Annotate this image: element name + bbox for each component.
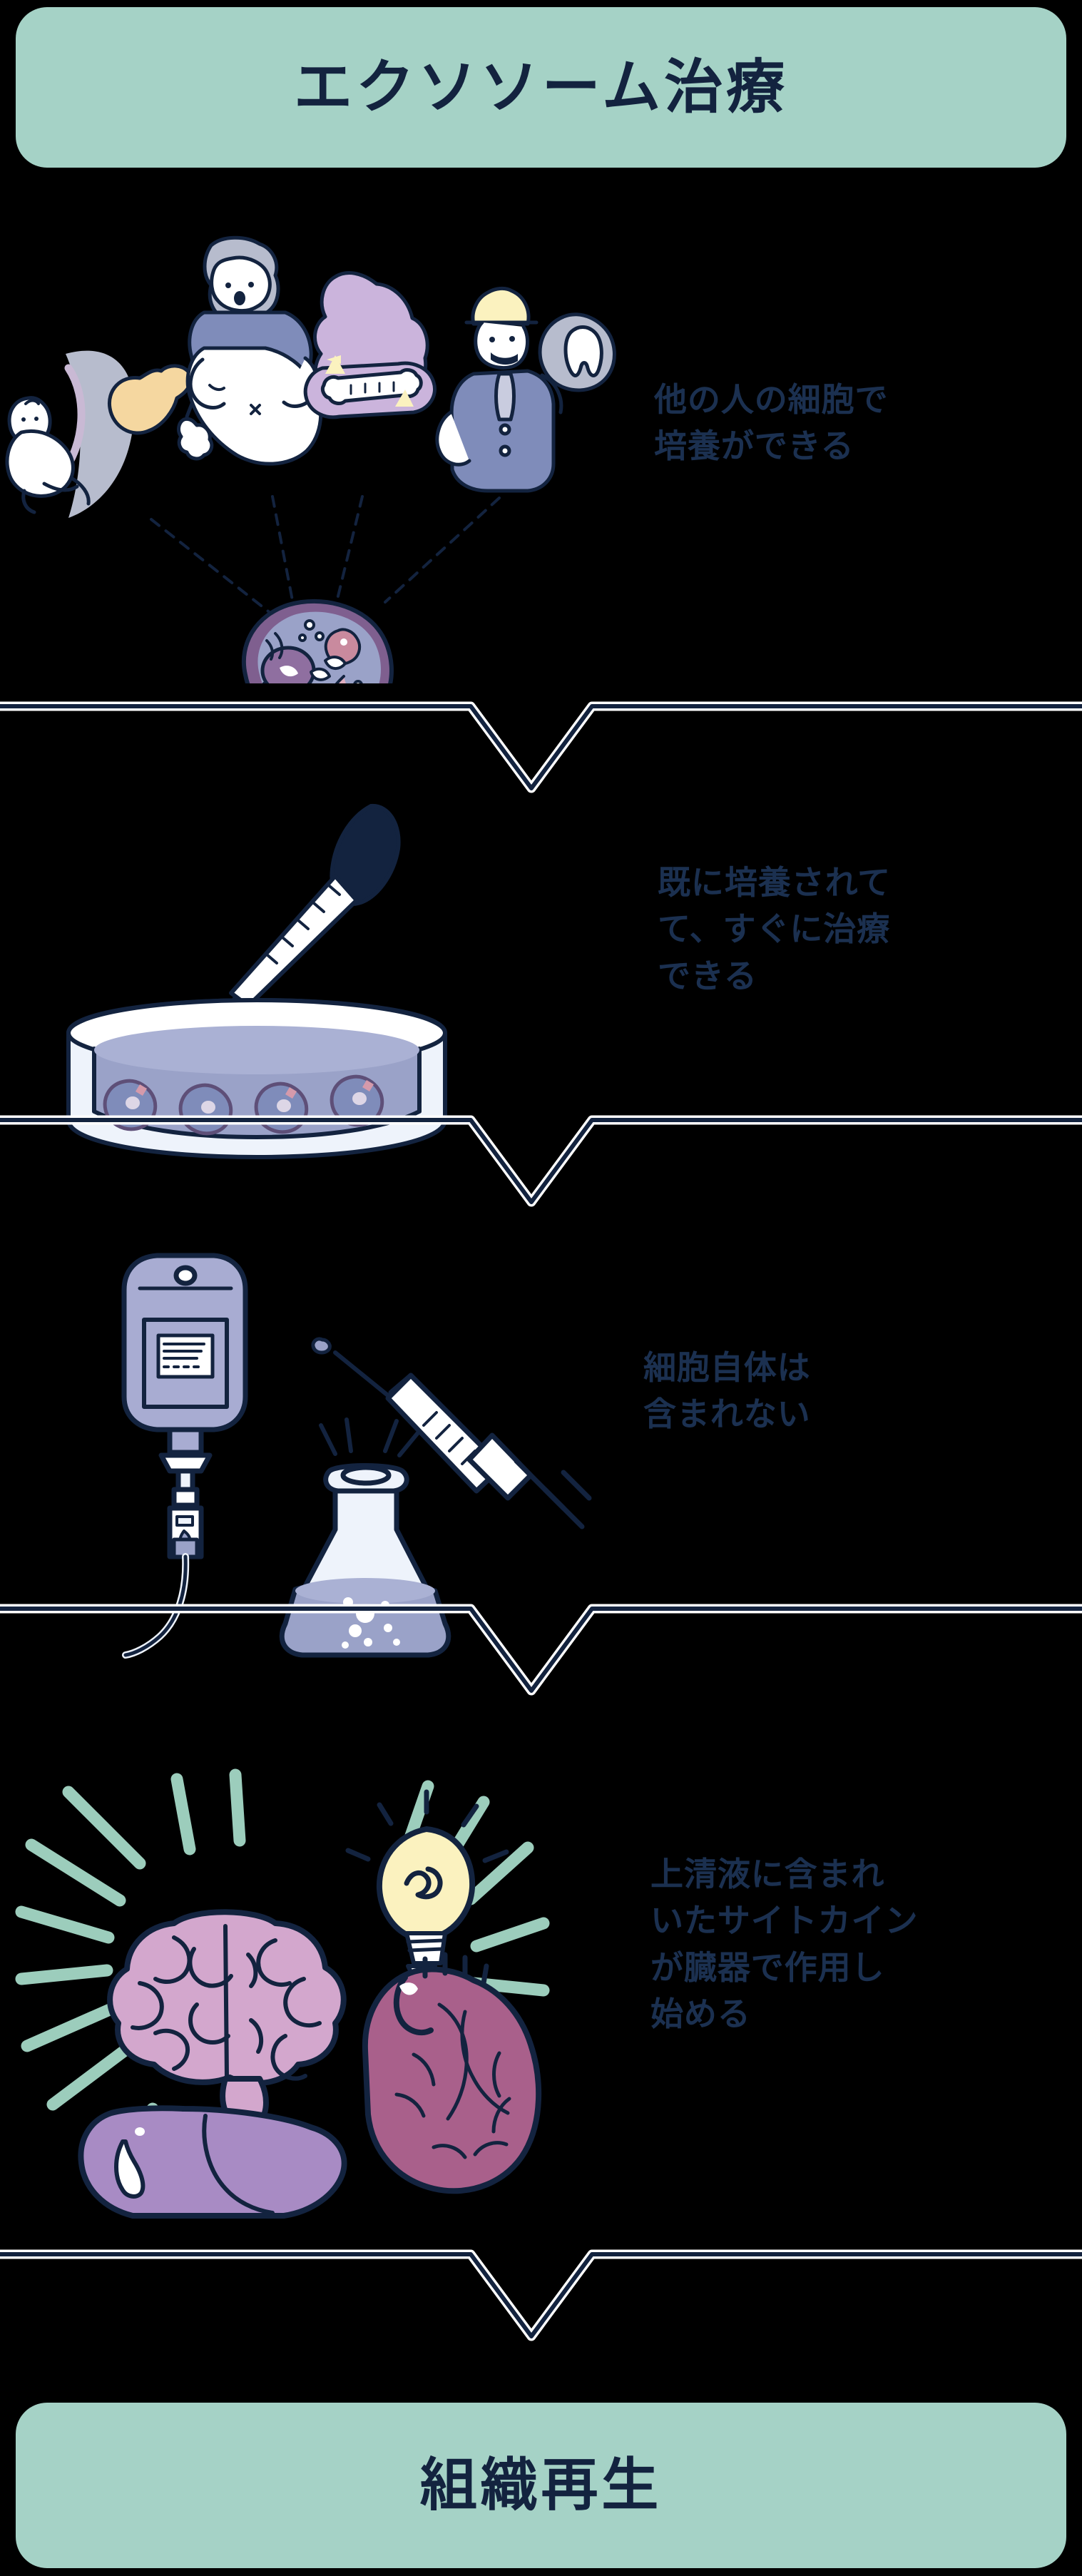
iv-syringe-flask-illustration	[0, 1206, 642, 1676]
caption-line: 始める	[650, 1995, 751, 2032]
caption-line: 他の人の細胞で	[654, 381, 889, 418]
section-stem-cell-sources: 他の人の細胞で 培養ができる	[0, 184, 1082, 683]
section-no-cells: 細胞自体は 含まれない	[0, 1206, 1082, 1676]
caption-line: 細胞自体は	[643, 1349, 811, 1386]
page-title: エクソソーム治療	[294, 54, 788, 120]
section-4-caption: 上清液に含まれ いたサイトカイン が臓器で作用し 始める	[650, 1851, 1050, 2037]
section-3-caption: 細胞自体は 含まれない	[643, 1345, 1014, 1438]
stem-cell-sources-illustration	[0, 184, 642, 683]
organs-regeneration-illustration	[0, 1698, 642, 2226]
caption-line: て、すぐに治療	[658, 910, 891, 948]
caption-line: が臓器で作用し	[650, 1948, 885, 1986]
pipette-petri-dish-illustration	[0, 792, 642, 1191]
section-1-caption: 他の人の細胞で 培養ができる	[654, 377, 1025, 470]
footer-title: 組織再生	[419, 2453, 663, 2517]
chevron-divider	[0, 2244, 1082, 2361]
section-2-caption: 既に培養されて て、すぐに治療 できる	[658, 860, 1043, 999]
section-organ-action: 上清液に含まれ いたサイトカイン が臓器で作用し 始める	[0, 1698, 1082, 2226]
section-ready-cultured: 既に培養されて て、すぐに治療 できる	[0, 792, 1082, 1191]
header-banner: エクソソーム治療	[16, 7, 1066, 168]
caption-line: 既に培養されて	[658, 864, 892, 901]
caption-line: 培養ができる	[654, 427, 854, 465]
footer-banner: 組織再生	[16, 2403, 1066, 2568]
caption-line: 上清液に含まれ	[650, 1855, 885, 1893]
caption-line: いたサイトカイン	[650, 1902, 919, 1940]
caption-line: できる	[658, 957, 757, 994]
caption-line: 含まれない	[643, 1395, 811, 1433]
